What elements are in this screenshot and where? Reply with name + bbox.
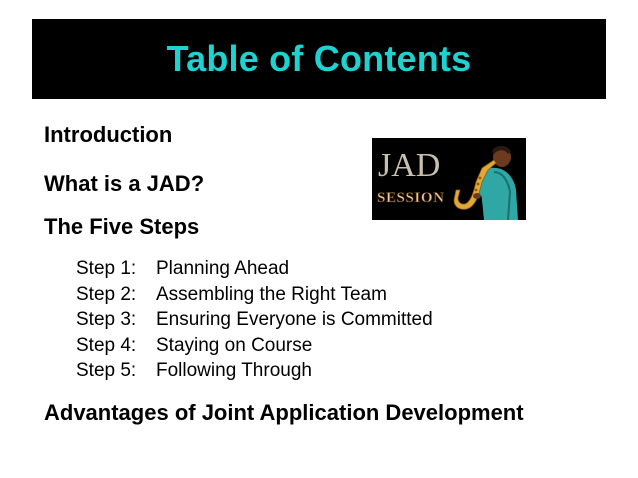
step-row: Step 4: Staying on Course (76, 333, 433, 359)
step-label: Ensuring Everyone is Committed (156, 309, 433, 330)
toc-item-advantages: Advantages of Joint Application Developm… (44, 400, 524, 425)
step-label: Following Through (156, 360, 312, 381)
step-number: Step 2: (76, 283, 137, 305)
toc-item-what-is-jad: What is a JAD? (44, 171, 205, 196)
step-row: Step 2: Assembling the Right Team (76, 282, 433, 308)
step-number: Step 4: (76, 334, 137, 356)
jad-session-logo: JAD SESSION (372, 138, 526, 220)
step-number: Step 5: (76, 360, 137, 381)
step-row: Step 1: Planning Ahead (76, 256, 433, 282)
logo-session-text: SESSION (377, 190, 445, 206)
step-row: Step 5: Following Through (76, 358, 433, 384)
step-label: Planning Ahead (156, 258, 290, 279)
step-label: Assembling the Right Team (156, 283, 387, 305)
slide-title: Table of Contents (166, 38, 472, 79)
step-row: Step 3: Ensuring Everyone is Committed (76, 307, 433, 333)
steps-list: Step 1: Planning Ahead Step 2: Assembling … (76, 256, 433, 384)
title-bar: Table of Contents (32, 19, 606, 99)
logo-jad-text: JAD (378, 147, 440, 184)
step-number: Step 1: (76, 258, 137, 279)
toc-item-introduction: Introduction (44, 122, 173, 147)
step-label: Staying on Course (156, 334, 313, 356)
step-number: Step 3: (76, 309, 137, 330)
jad-session-saxophonist-icon: JAD SESSION (372, 138, 526, 220)
toc-item-five-steps: The Five Steps (44, 214, 200, 239)
